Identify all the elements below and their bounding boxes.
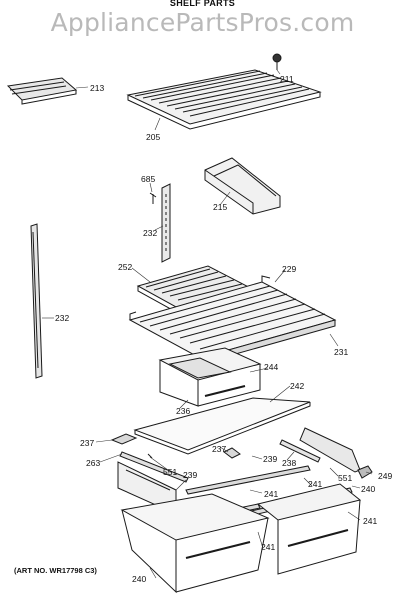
part-240-crisper-left (120, 493, 270, 594)
art-number: (ART NO. WR17798 C3) (14, 566, 97, 575)
callout-241-b: 241 (308, 479, 322, 489)
callout-240: 240 (361, 484, 375, 494)
part-242-glass (133, 397, 311, 455)
part-249-clip (357, 465, 373, 479)
callout-236: 236 (176, 406, 190, 416)
part-232-long-rail (30, 223, 43, 379)
part-215-bin (204, 157, 281, 215)
callout-213: 213 (90, 83, 104, 93)
callout-229: 229 (282, 264, 296, 274)
callout-211: 211 (280, 74, 294, 84)
callout-205: 205 (146, 132, 160, 142)
part-213-rack (6, 77, 78, 105)
part-232-rail (161, 183, 171, 263)
callout-241-d: 241 (261, 542, 275, 552)
callout-244: 244 (264, 362, 278, 372)
callout-232: 232 (143, 228, 157, 238)
part-685-screw (149, 192, 157, 204)
part-236-drawer (158, 347, 262, 407)
watermark: AppliancePartsPros.com (50, 8, 355, 37)
part-240-crisper-right (256, 483, 362, 575)
callout-238: 238 (282, 458, 296, 468)
callout-241-c: 241 (363, 516, 377, 526)
callout-237-b: 237 (212, 444, 226, 454)
callout-685: 685 (141, 174, 155, 184)
callout-551: 551 (163, 467, 177, 477)
callout-252: 252 (118, 262, 132, 272)
diagram-title: SHELF PARTS (169, 0, 236, 8)
part-211-clip (272, 53, 282, 70)
callout-239: 239 (263, 454, 277, 464)
callout-237: 237 (80, 438, 94, 448)
callout-239-b: 239 (183, 470, 197, 480)
callout-263: 263 (86, 458, 100, 468)
callout-241: 241 (264, 489, 278, 499)
callout-551-b: 551 (338, 473, 352, 483)
part-237-239-238-hardware (223, 427, 361, 473)
callout-249: 249 (378, 471, 392, 481)
callout-240-b: 240 (132, 574, 146, 584)
callout-labels: 213 211 205 685 215 232 232 252 229 231 … (55, 74, 392, 584)
callout-242: 242 (290, 381, 304, 391)
callout-215: 215 (213, 202, 227, 212)
callout-231: 231 (334, 347, 348, 357)
part-205-wire-shelf (126, 69, 322, 130)
callout-232-b: 232 (55, 313, 69, 323)
